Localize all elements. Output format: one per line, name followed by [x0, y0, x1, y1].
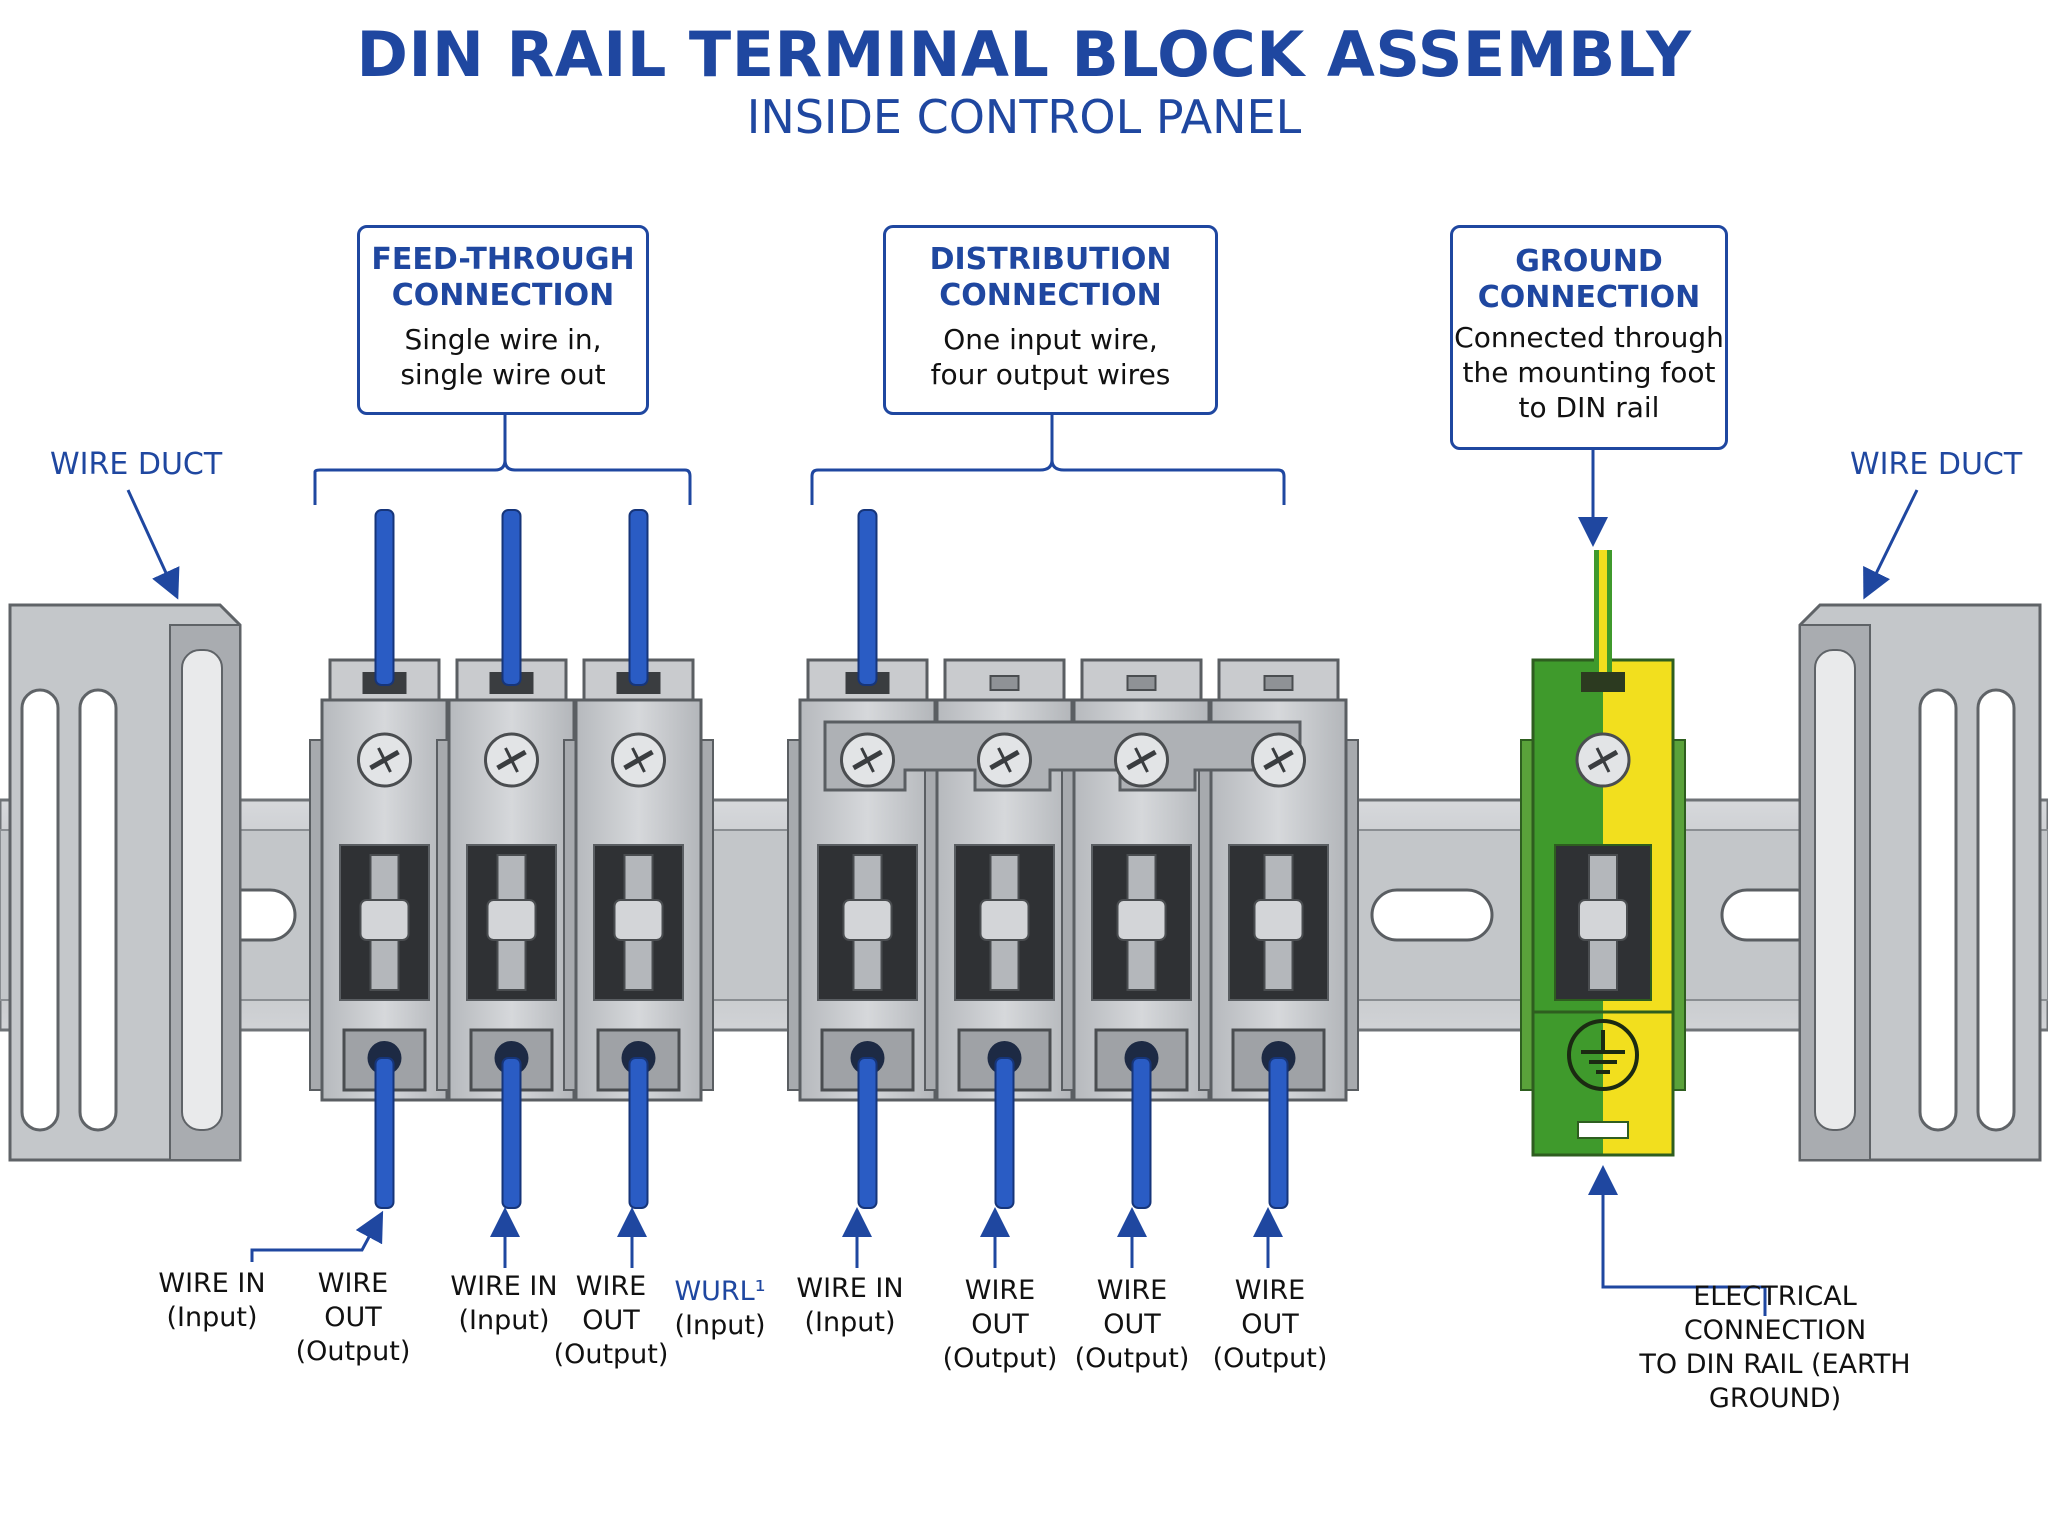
callout-body: Connected through the mounting foot to D…	[1454, 321, 1724, 424]
wire-port	[1581, 672, 1625, 692]
bottom-label: WIRE IN (Input)	[147, 1267, 277, 1335]
wire-port	[1126, 675, 1157, 691]
blue-wire	[1268, 1057, 1289, 1209]
mounting-foot	[1577, 1121, 1629, 1139]
bottom-label: WIRE OUT (Output)	[1205, 1274, 1335, 1376]
callout-heading: DISTRIBUTION CONNECTION	[929, 242, 1172, 313]
screw-icon	[1251, 732, 1306, 788]
page-subtitle: INSIDE CONTROL PANEL	[746, 90, 1302, 144]
ground-wire	[1607, 550, 1612, 688]
callout-distribution: DISTRIBUTION CONNECTION One input wire, …	[883, 225, 1218, 415]
label-line2: (Output)	[1074, 1343, 1190, 1374]
distribution-bracket-right	[1050, 459, 1286, 505]
callout-ground: GROUND CONNECTION Connected through the …	[1450, 225, 1728, 450]
bottom-label: WURL¹ (Input)	[655, 1275, 785, 1343]
screw-group	[357, 732, 1631, 788]
ground-note-leader	[1588, 1165, 1767, 1316]
rail-slot	[1370, 888, 1494, 942]
bottom-label: WIRE OUT (Output)	[288, 1267, 418, 1369]
feed-through-bracket-right	[503, 459, 692, 505]
terminal-block	[563, 509, 714, 1209]
callout-leaders	[126, 415, 1919, 1316]
wire-duct-left-label: WIRE DUCT	[50, 447, 223, 482]
label-line1: WIRE OUT	[964, 1275, 1036, 1340]
label-line2: (Input)	[458, 1305, 550, 1336]
clamp-spring	[1116, 899, 1167, 941]
bottom-label: WIRE OUT (Output)	[935, 1274, 1065, 1376]
clamp-spring	[1578, 899, 1628, 941]
ground-terminal-block	[1520, 550, 1686, 1157]
screw-icon	[1575, 732, 1631, 788]
blue-wire	[1131, 1057, 1152, 1209]
label-line2: (Input)	[804, 1307, 896, 1338]
wire-duct-left-arrow	[126, 489, 180, 600]
clamp-spring	[613, 899, 664, 941]
screw-icon	[611, 732, 666, 788]
clamp-spring	[1253, 899, 1304, 941]
label-line1: WIRE OUT	[575, 1271, 647, 1336]
label-line2: (Input)	[674, 1310, 766, 1341]
wire-port	[989, 675, 1020, 691]
clamp-spring	[486, 899, 537, 941]
label-line2: (Output)	[295, 1336, 411, 1367]
bottom-label: WIRE OUT (Output)	[1067, 1274, 1197, 1376]
terminal-block	[787, 509, 948, 1209]
label-line1: WIRE OUT	[1234, 1275, 1306, 1340]
label-line1: WIRE IN	[158, 1268, 266, 1299]
callout-body: Single wire in, single wire out	[400, 323, 606, 391]
callout-feed-through: FEED-THROUGH CONNECTION Single wire in, …	[357, 225, 649, 415]
wire-duct-right-arrow	[1863, 489, 1919, 600]
label-line1: WIRE IN	[450, 1271, 558, 1302]
ground-note: ELECTRICAL CONNECTION TO DIN RAIL (EARTH…	[1639, 1281, 1911, 1414]
label-line1: WIRE OUT	[1096, 1275, 1168, 1340]
bottom-label: WIRE IN (Input)	[439, 1270, 569, 1338]
ground-wire	[1598, 550, 1608, 688]
bottom-label: WIRE IN (Input)	[785, 1272, 915, 1340]
clamp-spring	[979, 899, 1030, 941]
screw-icon	[484, 732, 539, 788]
wire-duct-right-label: WIRE DUCT	[1850, 447, 2023, 482]
screw-icon	[977, 732, 1032, 788]
blue-wire	[628, 1057, 649, 1209]
blue-wire	[374, 509, 395, 686]
label-line1: WURL¹	[674, 1276, 766, 1307]
label-arrows	[490, 1207, 1283, 1268]
blue-wire	[994, 1057, 1015, 1209]
label-line1: WIRE OUT	[317, 1268, 389, 1333]
label-line2: (Output)	[1212, 1343, 1328, 1374]
blue-wire	[374, 1057, 395, 1209]
wire-port	[1263, 675, 1294, 691]
clamp-spring	[359, 899, 410, 941]
wire-out-leader	[250, 1210, 384, 1262]
feed-through-bracket-left	[313, 415, 507, 505]
blue-wire	[628, 509, 649, 686]
wire-duct-right	[1798, 603, 2042, 1162]
terminal-block	[309, 509, 460, 1209]
screw-icon	[1114, 732, 1169, 788]
page-title: DIN RAIL TERMINAL BLOCK ASSEMBLY	[356, 18, 1692, 91]
label-line2: (Output)	[553, 1339, 669, 1370]
screw-icon	[357, 732, 412, 788]
blue-wire	[857, 1057, 878, 1209]
clamp-spring	[842, 899, 893, 941]
distribution-bracket-left	[810, 415, 1054, 505]
blue-wire	[857, 509, 878, 686]
terminal-block	[436, 509, 587, 1209]
blue-wire	[501, 509, 522, 686]
bottom-label: WIRE OUT (Output)	[546, 1270, 676, 1372]
wire-duct-left	[8, 603, 242, 1162]
callout-heading: GROUND CONNECTION	[1477, 244, 1701, 315]
label-line2: (Input)	[166, 1302, 258, 1333]
label-line1: WIRE IN	[796, 1273, 904, 1304]
screw-icon	[840, 732, 895, 788]
callout-body: One input wire, four output wires	[930, 323, 1171, 391]
ground-wire	[1594, 550, 1599, 688]
label-line2: (Output)	[942, 1343, 1058, 1374]
earth-ground-icon	[1567, 1019, 1639, 1091]
blue-wire	[501, 1057, 522, 1209]
callout-heading: FEED-THROUGH CONNECTION	[371, 242, 635, 313]
